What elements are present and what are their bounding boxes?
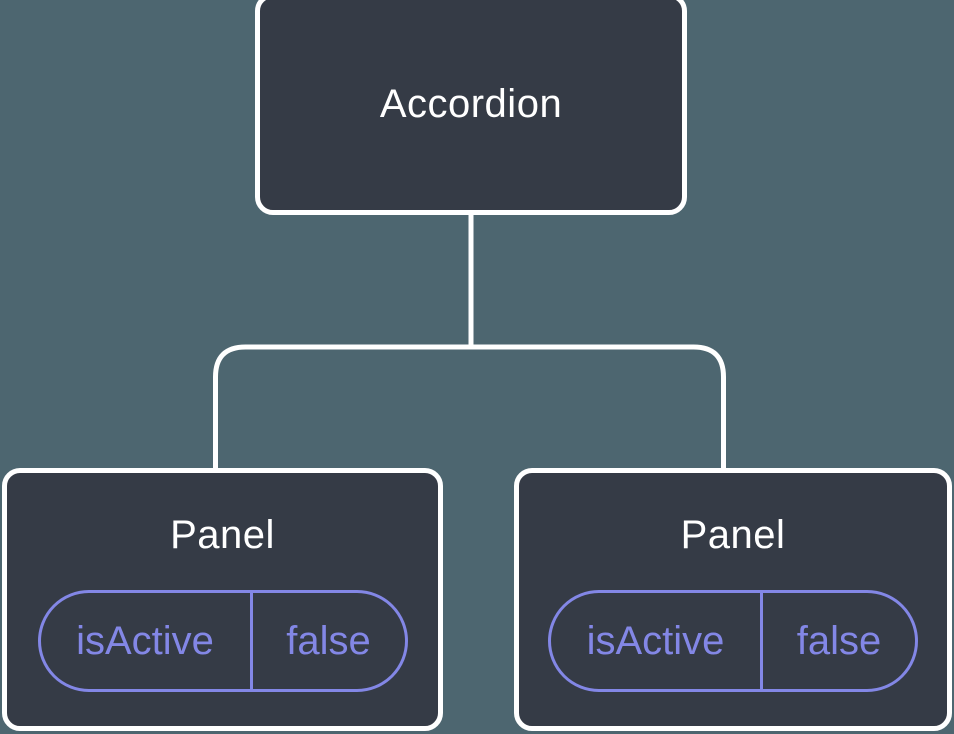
panel-2-prop-pill: isActive false bbox=[548, 590, 918, 692]
root-node-label: Accordion bbox=[379, 82, 563, 126]
panel-2-label: Panel bbox=[680, 513, 786, 557]
root-node-accordion: Accordion bbox=[255, 0, 687, 215]
panel-1-prop-pill: isActive false bbox=[37, 590, 408, 692]
branch-bracket-line bbox=[213, 344, 726, 470]
panel-1-prop-name: isActive bbox=[41, 593, 253, 689]
child-node-panel-1: Panel isActive false bbox=[2, 468, 443, 731]
panel-2-prop-value: false bbox=[796, 618, 882, 663]
panel-1-prop-value: false bbox=[286, 618, 371, 663]
panel-2-prop-name: isActive bbox=[551, 593, 763, 689]
panel-1-label: Panel bbox=[170, 513, 275, 557]
child-node-panel-2: Panel isActive false bbox=[514, 468, 952, 731]
